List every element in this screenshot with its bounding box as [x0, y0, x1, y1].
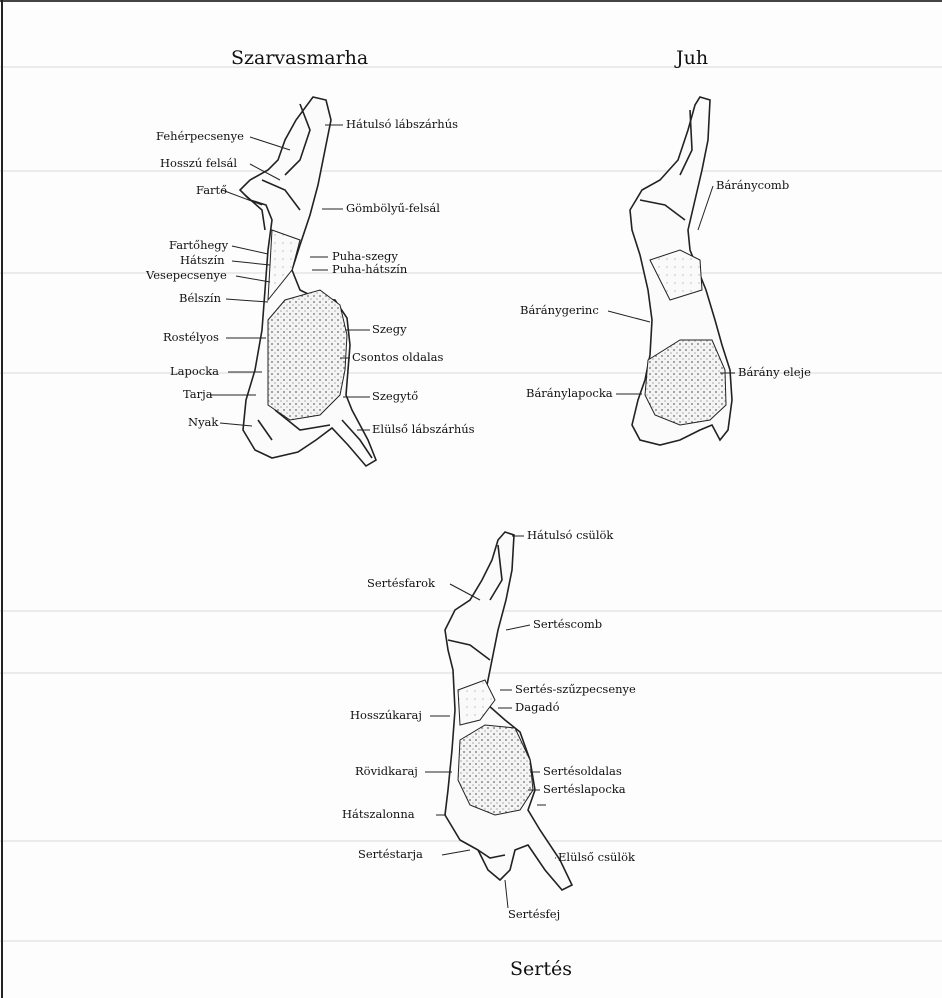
cattle-label-elulso-labszarhus: Elülső lábszárhús: [372, 423, 475, 436]
cattle-label-feherpecsenye: Fehérpecsenye: [156, 130, 244, 143]
pig-label-rovidkaraj: Rövidkaraj: [355, 765, 418, 778]
cattle-label-belszin: Bélszín: [179, 292, 221, 305]
pig-label-hosszukaraj: Hosszúkaraj: [350, 709, 422, 722]
cattle-carcass-drawing: [240, 97, 376, 466]
cattle-label-tarja: Tarja: [183, 388, 213, 401]
cattle-label-csontos-oldalas: Csontos oldalas: [352, 351, 443, 364]
pig-label-elulso-csulok: Elülső csülök: [558, 851, 635, 864]
cattle-label-gombolyu-felsal: Gömbölyű-felsál: [346, 202, 440, 215]
pig-title: Sertés: [510, 958, 572, 980]
pig-label-sertes-szuzpecsenye: Sertés-szűzpecsenye: [515, 683, 636, 696]
sheep-label-baranylapocka: Báránylapocka: [526, 387, 613, 400]
pig-label-sertesfej: Sertésfej: [508, 908, 560, 921]
cattle-label-hatulso-labszarhus: Hátulsó lábszárhús: [346, 118, 458, 131]
sheep-carcass-drawing: [630, 97, 732, 445]
pig-label-hatszalonna: Hátszalonna: [342, 808, 415, 821]
cattle-label-lapocka: Lapocka: [170, 365, 219, 378]
cattle-label-hatszin: Hátszín: [180, 254, 225, 267]
cattle-label-szegyto: Szegytő: [372, 390, 418, 403]
pig-label-sertesfarok: Sertésfarok: [367, 577, 435, 590]
pig-label-hatulso-csulok: Hátulsó csülök: [527, 529, 613, 542]
cattle-label-fartohegy: Fartőhegy: [169, 239, 228, 252]
sheep-label-baranygerinc: Báránygerinc: [520, 304, 599, 317]
cattle-label-szegy: Szegy: [372, 323, 407, 336]
cattle-label-puha-hatszin: Puha-hátszín: [332, 263, 407, 276]
cattle-title: Szarvasmarha: [231, 47, 368, 69]
cattle-label-hosszu-felsal: Hosszú felsál: [160, 157, 237, 170]
cattle-label-farto: Fartő: [196, 184, 227, 197]
cattle-label-rostelyos: Rostélyos: [163, 331, 219, 344]
sheep-label-baranycomb: Báránycomb: [716, 179, 789, 192]
cattle-label-nyak: Nyak: [188, 416, 218, 429]
pig-label-dagado: Dagadó: [515, 701, 560, 714]
sheep-title: Juh: [676, 47, 708, 69]
pig-label-sertesoldalas: Sertésoldalas: [543, 765, 622, 778]
pig-label-sertestarja: Sertéstarja: [358, 848, 423, 861]
cattle-label-vesepecsenye: Vesepecsenye: [146, 269, 227, 282]
pig-label-sertescomb: Sertéscomb: [533, 618, 602, 631]
sheep-label-barany-eleje: Bárány eleje: [738, 366, 811, 379]
pig-label-sertesmapocka: Sertéslapocka: [543, 783, 626, 796]
